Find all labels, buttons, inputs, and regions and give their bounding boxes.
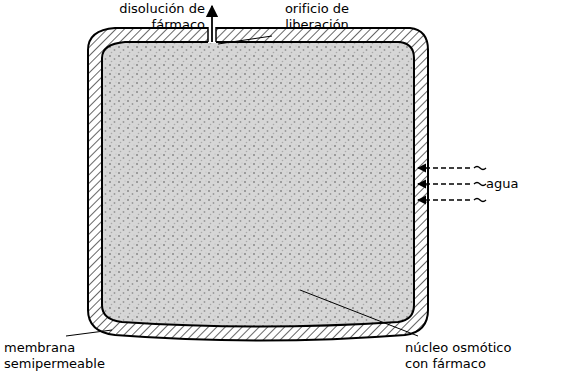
leader-line (218, 36, 272, 44)
flow-label: agua (486, 176, 546, 192)
part-label: membrana semipermeable (4, 340, 124, 372)
flow-label: disolución de fármaco (100, 1, 205, 33)
leader-line (300, 290, 418, 336)
osmotic-core (102, 42, 414, 327)
leader-line (66, 330, 112, 336)
semipermeable-membrane (88, 28, 428, 341)
part-label: núcleo osmótico con fármaco (405, 340, 530, 372)
water-arrows (418, 167, 486, 202)
part-label: orificio de liberación (262, 1, 372, 33)
outflow-arrow (211, 6, 213, 42)
